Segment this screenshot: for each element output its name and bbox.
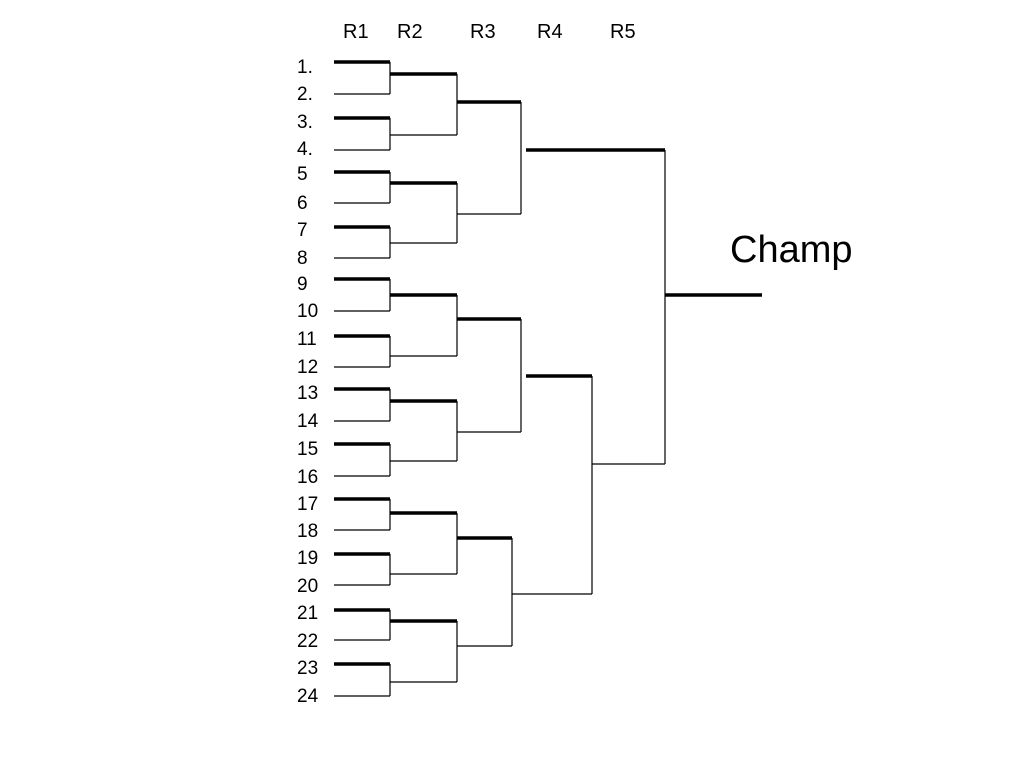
round-label-r4: R4 [537,21,563,43]
seed-label: 22 [297,631,318,652]
seed-labels: 1. 2. 3. 4. 5 6 7 8 9 10 11 12 13 14 15 16 17 18 19 20 21 22 2… [297,57,319,707]
seed-label: 14 [297,411,319,432]
seed-label: 10 [297,301,318,322]
seed-label: 4. [297,139,313,160]
seed-label: 20 [297,576,318,597]
seed-label: 24 [297,686,319,707]
round-label-r5: R5 [610,21,636,43]
round-label-r3: R3 [470,21,496,43]
seed-label: 6 [297,193,308,214]
round-labels: R1 R2 R3 R4 R5 [343,21,636,43]
seed-label: 1. [297,57,313,78]
bracket-lines [334,60,762,697]
seed-label: 3. [297,112,313,133]
seed-label: 16 [297,467,318,488]
seed-label: 7 [297,220,308,241]
seed-label: 17 [297,494,318,515]
round-label-r1: R1 [343,21,369,43]
seed-label: 8 [297,248,308,269]
seed-label: 23 [297,658,318,679]
seed-label: 18 [297,521,318,542]
seed-label: 11 [297,329,317,350]
seed-label: 9 [297,274,308,295]
seed-label: 12 [297,357,318,378]
seed-label: 13 [297,383,318,404]
seed-label: 5 [297,164,308,185]
champion-label: Champ [730,229,853,271]
seed-label: 19 [297,548,318,569]
seed-label: 2. [297,84,313,105]
seed-label: 21 [297,603,318,624]
round-label-r2: R2 [397,21,423,43]
seed-label: 15 [297,439,318,460]
